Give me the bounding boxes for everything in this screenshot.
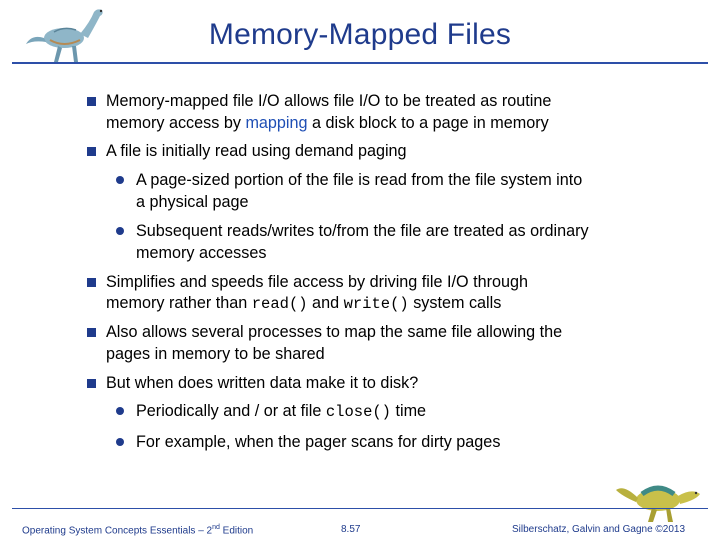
- square-bullet-icon: [87, 97, 96, 106]
- code-read: read(): [251, 295, 308, 313]
- bullet-text: But when does written data make it to di…: [106, 374, 419, 392]
- round-bullet-icon: [116, 438, 124, 446]
- sub-bullet-text: For example, when the pager scans for di…: [136, 433, 501, 451]
- sub-bullet-text: a physical page: [136, 193, 249, 211]
- square-bullet-icon: [87, 278, 96, 287]
- bullet-text: A file is initially read using demand pa…: [106, 142, 407, 160]
- sub-bullet-text: Periodically and / or at file close() ti…: [136, 402, 427, 421]
- round-bullet-icon: [116, 176, 124, 184]
- bullet-text: pages in memory to be shared: [106, 345, 325, 363]
- title-divider: [12, 62, 708, 64]
- round-bullet-icon: [116, 407, 124, 415]
- bullet-text: Also allows several processes to map the…: [106, 323, 563, 341]
- code-close: close(): [325, 403, 391, 421]
- dinosaur-icon: [616, 485, 700, 522]
- code-write: write(): [343, 295, 409, 313]
- bullet-text: memory access by mapping a disk block to…: [106, 114, 549, 132]
- bullet-text: memory rather than read() and write() sy…: [106, 294, 502, 313]
- bullet-text: Simplifies and speeds file access by dri…: [106, 273, 528, 291]
- bullet-text: Memory-mapped file I/O allows file I/O t…: [106, 92, 552, 110]
- footer-authors: Silberschatz, Galvin and Gagne ©2013: [512, 524, 686, 535]
- square-bullet-icon: [87, 328, 96, 337]
- footer-divider: [12, 508, 708, 509]
- dinosaur-icon: [26, 9, 103, 62]
- sub-bullet-text: Subsequent reads/writes to/from the file…: [136, 222, 589, 240]
- highlight-term: mapping: [245, 114, 308, 132]
- footer-page-number: 8.57: [341, 524, 361, 535]
- round-bullet-icon: [116, 227, 124, 235]
- sub-bullet-text: A page-sized portion of the file is read…: [136, 171, 583, 189]
- sub-bullet-text: memory accesses: [136, 244, 267, 262]
- page-title: Memory-Mapped Files: [208, 18, 512, 51]
- square-bullet-icon: [87, 147, 96, 156]
- footer-book-title: Operating System Concepts Essentials – 2…: [22, 524, 254, 537]
- square-bullet-icon: [87, 379, 96, 388]
